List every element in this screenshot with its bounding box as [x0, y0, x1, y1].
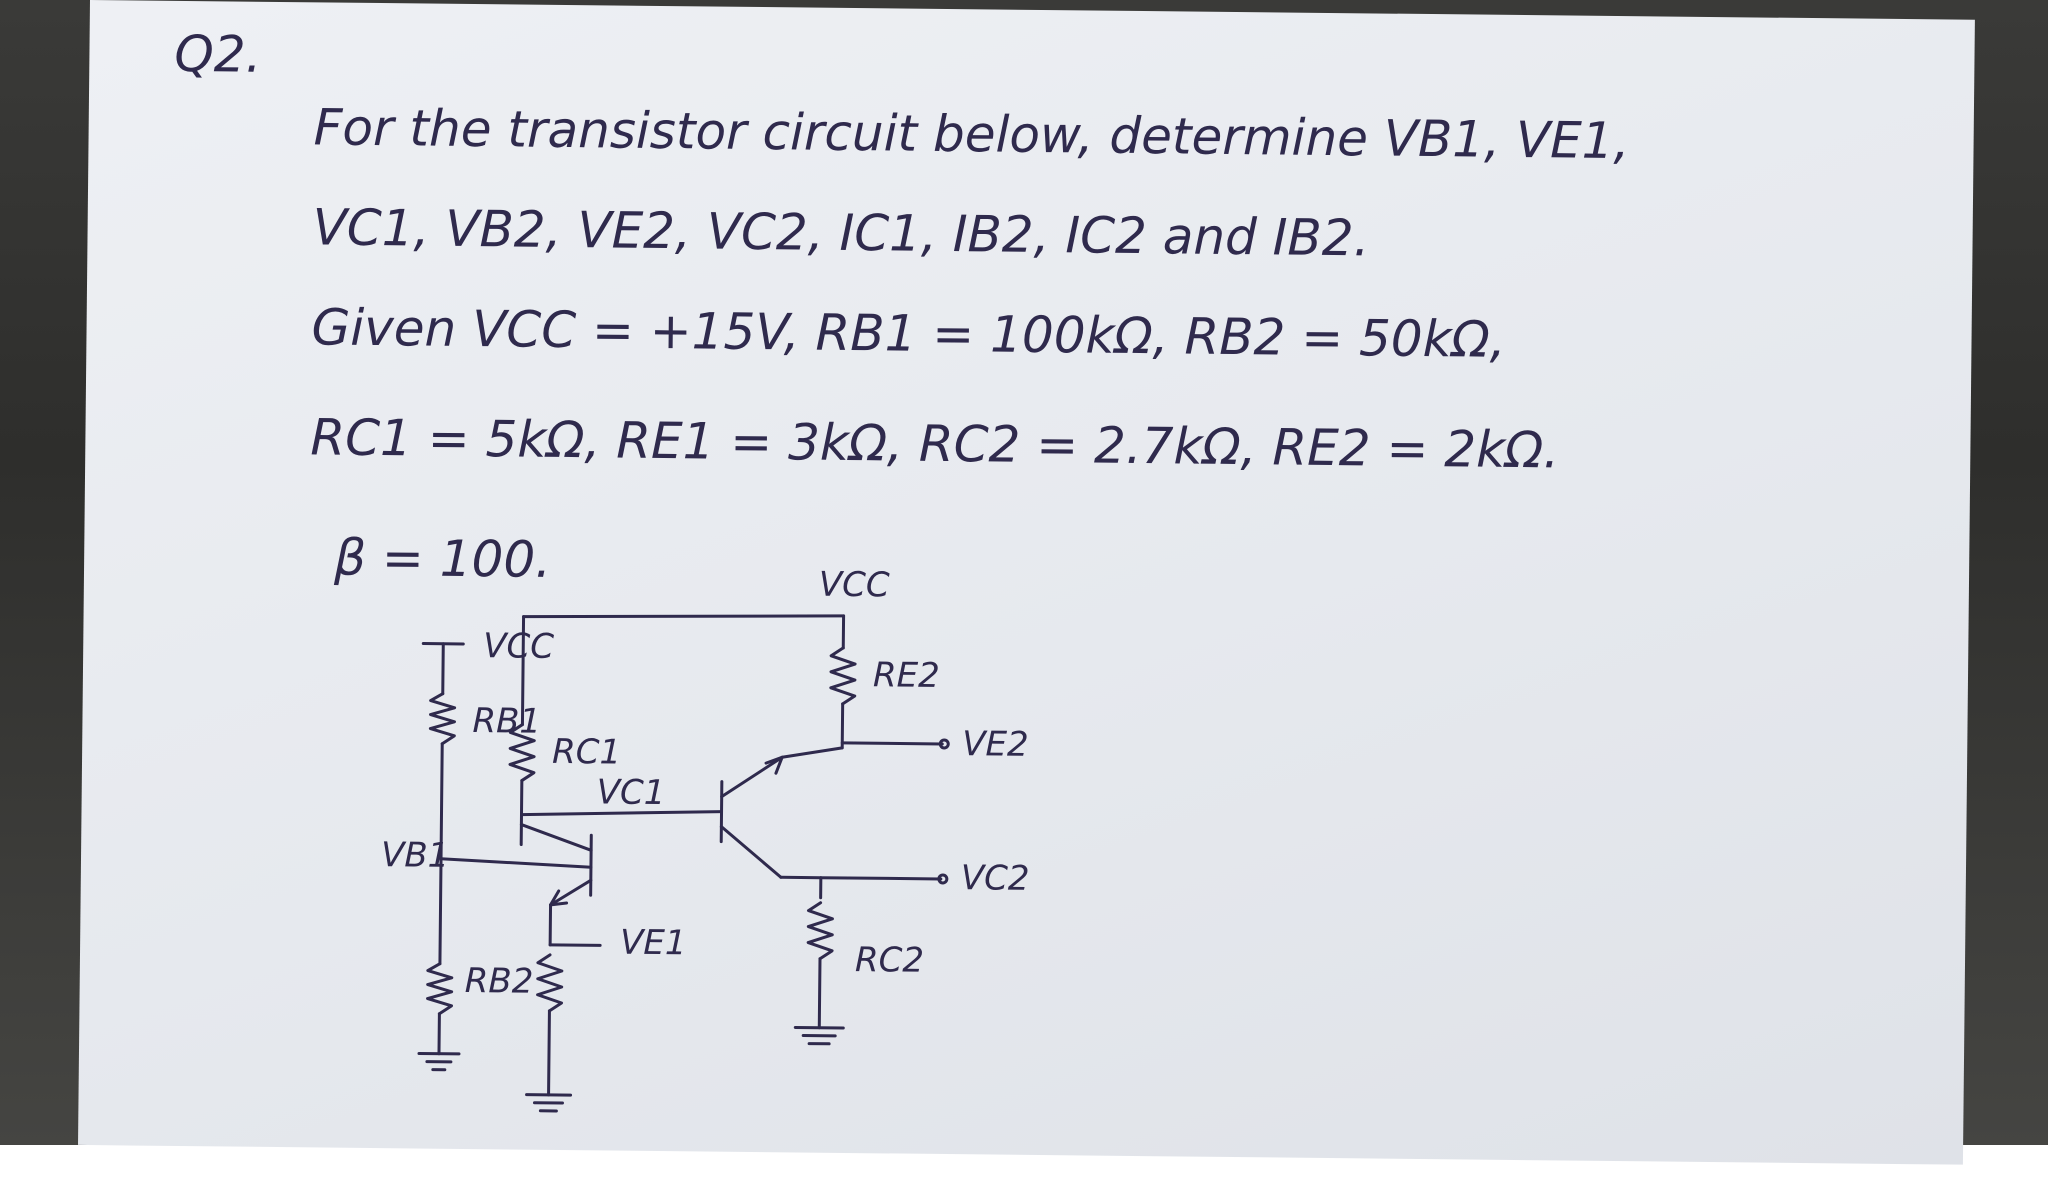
q1-base-bar [589, 833, 593, 897]
rc2-label: RC2 [854, 940, 925, 981]
rb1-resistor [428, 692, 457, 746]
rb1-label: RB1 [472, 701, 542, 742]
vc1-label: VC1 [596, 772, 666, 814]
q2-collector [719, 825, 783, 879]
ve2-wire [840, 741, 944, 746]
transistor-circuit-diagram [417, 614, 950, 1113]
vb1-wire [439, 857, 593, 869]
q2-emitter [720, 755, 784, 799]
re2-resistor [829, 646, 857, 706]
rb2-resistor [426, 962, 454, 1016]
rc1-resistor [508, 723, 536, 783]
vcc-rail [522, 614, 846, 619]
vcc-top-label: VCC [818, 564, 890, 606]
q1-emitter [549, 878, 593, 907]
rc1-label: RC1 [551, 731, 622, 773]
ve1-wire [548, 943, 602, 947]
vc2-wire [819, 876, 943, 881]
ve1-label: VE1 [619, 922, 687, 964]
vc1-wire [519, 810, 724, 817]
handwritten-paper: Q2. For the transistor circuit below, de… [78, 0, 1975, 1165]
vc2-label: VC2 [960, 858, 1030, 899]
ve2-label: VE2 [962, 724, 1029, 765]
re1-resistor [536, 953, 564, 1013]
q1-collector [519, 823, 593, 852]
q2-base-bar [719, 780, 724, 844]
re2-label: RE2 [872, 655, 940, 696]
vcc-left-label: VCC [483, 626, 555, 667]
vb1-label: VB1 [380, 835, 450, 876]
rc2-resistor [806, 901, 834, 961]
ground-right [793, 1025, 845, 1030]
rb2-label: RB2 [464, 960, 534, 1002]
